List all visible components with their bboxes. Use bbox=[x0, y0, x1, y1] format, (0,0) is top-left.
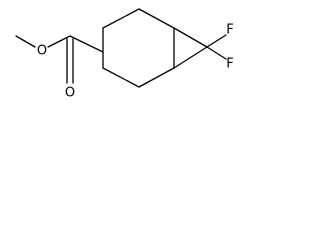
chemical-structure-diagram: O O F F bbox=[15, 8, 234, 101]
bond-ring-c2-c3 bbox=[102, 67, 140, 88]
bond-carbon-fluorine-lower bbox=[206, 46, 227, 60]
bond-ether-oxygen-carbonyl-carbon bbox=[47, 35, 71, 48]
bond-cyclopropane-c6-c7 bbox=[173, 27, 208, 48]
bond-methyl-ether-oxygen bbox=[15, 35, 36, 48]
ether-oxygen-label: O bbox=[37, 44, 47, 59]
bond-ring-c4-c5 bbox=[102, 8, 140, 29]
fluorine-lower-label: F bbox=[226, 57, 233, 72]
bond-carbonyl-carbon-ring bbox=[69, 35, 104, 53]
bond-carbon-fluorine-upper bbox=[206, 34, 227, 48]
bond-cyclopropane-c1-c7 bbox=[173, 46, 208, 69]
fluorine-upper-label: F bbox=[226, 23, 233, 38]
bond-ring-c5-c6 bbox=[138, 8, 175, 29]
bond-ring-c1-c2 bbox=[138, 67, 175, 88]
carbonyl-oxygen-label: O bbox=[65, 86, 75, 101]
